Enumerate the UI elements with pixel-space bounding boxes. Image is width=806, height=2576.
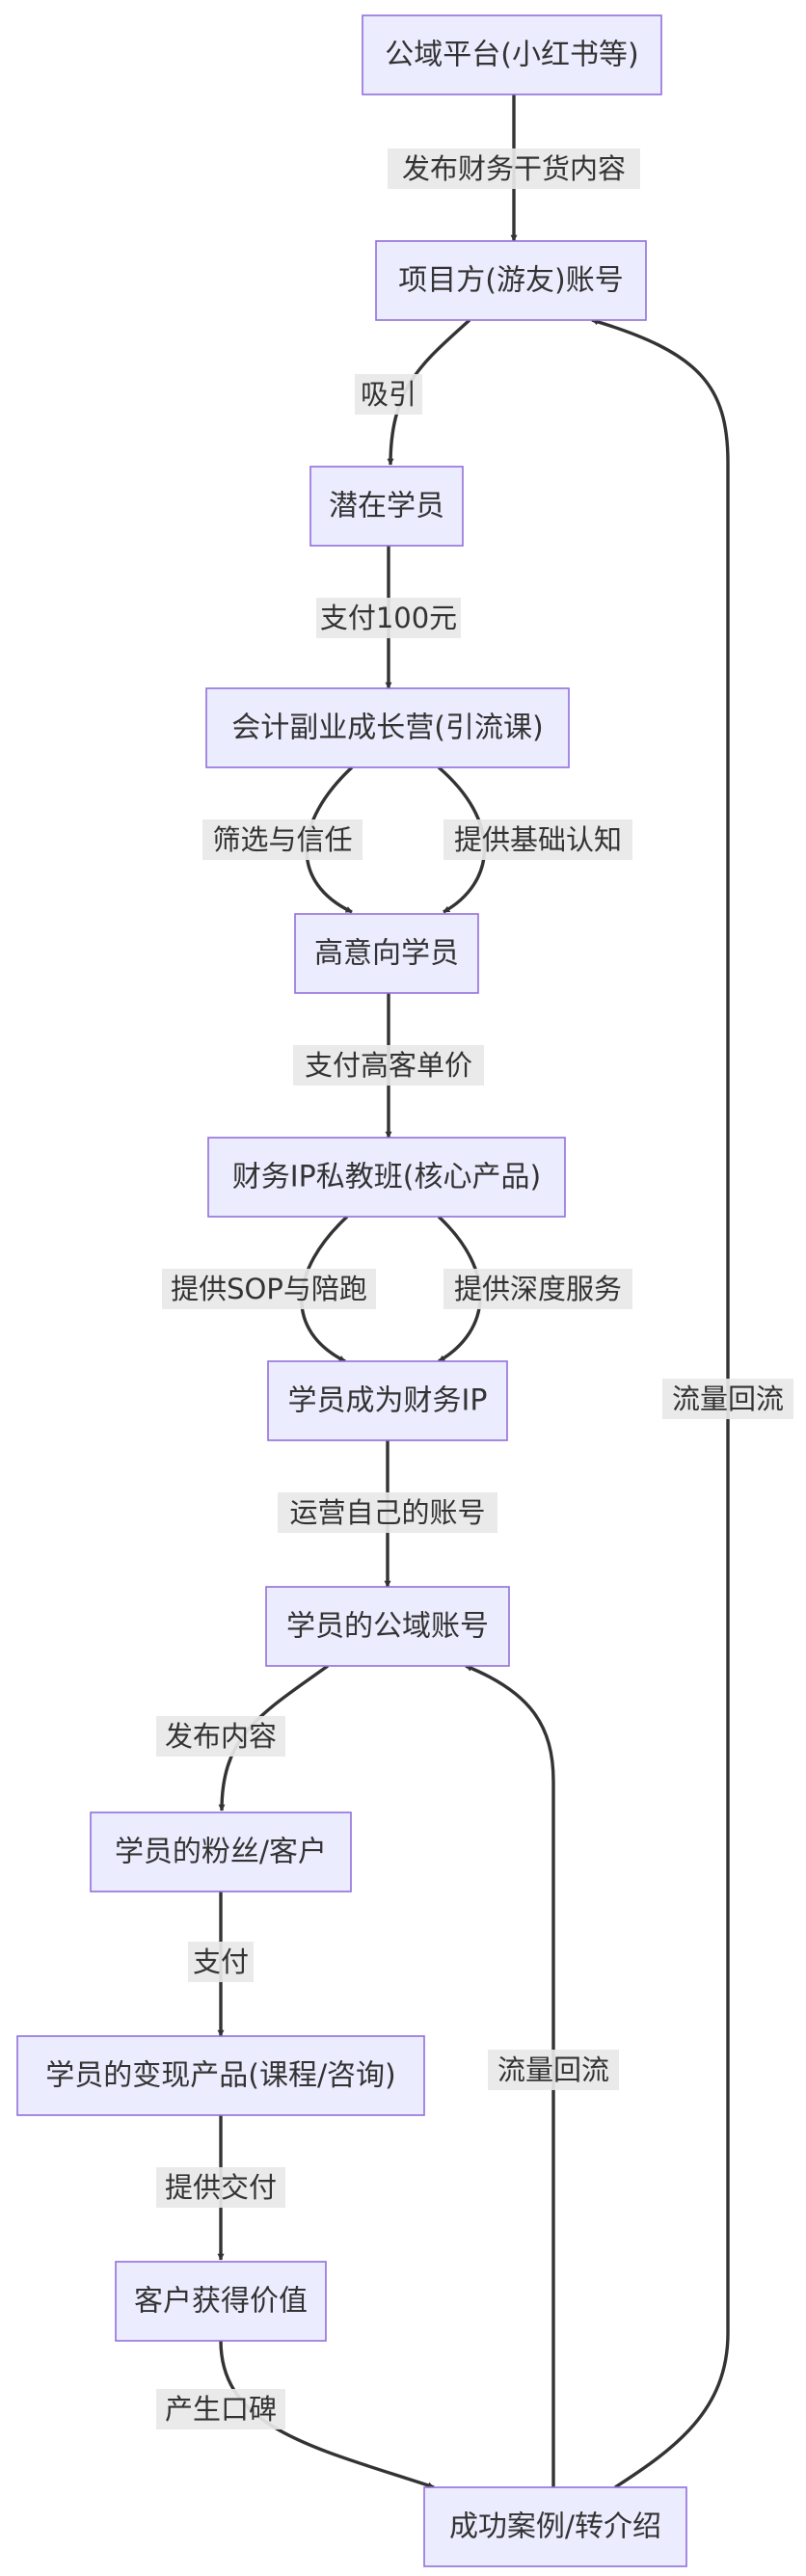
edge-label-traffic-return-student: 流量回流 xyxy=(488,2050,619,2090)
node-public-platform: 公域平台(小红书等) xyxy=(362,14,662,95)
edge-value-to-cases xyxy=(219,2340,435,2489)
edge-label-publish-finance-content: 发布财务干货内容 xyxy=(388,148,640,189)
svg-text:客户获得价值: 客户获得价值 xyxy=(134,2285,308,2319)
svg-text:筛选与信任: 筛选与信任 xyxy=(212,823,352,856)
svg-text:发布财务干货内容: 发布财务干货内容 xyxy=(402,152,626,185)
svg-text:项目方(游友)账号: 项目方(游友)账号 xyxy=(398,264,623,298)
svg-text:支付: 支付 xyxy=(193,1945,249,1978)
svg-text:提供深度服务: 提供深度服务 xyxy=(454,1273,622,1305)
svg-text:流量回流: 流量回流 xyxy=(497,2053,609,2086)
svg-text:潜在学员: 潜在学员 xyxy=(329,490,444,523)
svg-text:高意向学员: 高意向学员 xyxy=(314,937,459,971)
svg-text:学员的变现产品(课程/咨询): 学员的变现产品(课程/咨询) xyxy=(45,2059,396,2093)
edge-label-word-of-mouth: 产生口碑 xyxy=(156,2389,285,2429)
edge-label-basic-awareness: 提供基础认知 xyxy=(443,819,632,860)
node-student-public-account: 学员的公域账号 xyxy=(265,1586,510,1667)
svg-text:运营自己的账号: 运营自己的账号 xyxy=(289,1496,485,1529)
node-potential-student: 潜在学员 xyxy=(309,466,464,547)
svg-text:产生口碑: 产生口碑 xyxy=(165,2393,277,2426)
edges xyxy=(217,94,730,2489)
svg-text:支付100元: 支付100元 xyxy=(320,602,457,634)
node-student-fans: 学员的粉丝/客户 xyxy=(90,1811,352,1892)
edge-label-traffic-return-project: 流量回流 xyxy=(662,1379,793,1419)
node-growth-camp: 会计副业成长营(引流课) xyxy=(205,687,570,768)
nodes: 公域平台(小红书等) 项目方(游友)账号 潜在学员 会计副业成长营(引流课) 高… xyxy=(16,14,687,2567)
svg-text:提供交付: 提供交付 xyxy=(165,2171,277,2204)
edge-label-deep-service: 提供深度服务 xyxy=(443,1269,632,1309)
edge-label-operate-account: 运营自己的账号 xyxy=(278,1492,497,1533)
svg-text:支付高客单价: 支付高客单价 xyxy=(305,1049,472,1082)
svg-text:会计副业成长营(引流课): 会计副业成长营(引流课) xyxy=(231,711,543,745)
svg-text:财务IP私教班(核心产品): 财务IP私教班(核心产品) xyxy=(232,1161,541,1194)
edge-label-sop-support: 提供SOP与陪跑 xyxy=(162,1269,376,1309)
edge-cases-to-account xyxy=(465,1664,555,2487)
node-customer-value: 客户获得价值 xyxy=(115,2261,327,2342)
svg-text:学员成为财务IP: 学员成为财务IP xyxy=(288,1384,488,1418)
svg-text:吸引: 吸引 xyxy=(361,378,416,411)
svg-text:公域平台(小红书等): 公域平台(小红书等) xyxy=(385,39,638,72)
edge-label-pay-high-price: 支付高客单价 xyxy=(293,1045,484,1086)
edge-labels: 发布财务干货内容 吸引 支付100元 筛选与信任 提供基础认知 支付高客单价 提… xyxy=(156,148,793,2429)
svg-text:成功案例/转介绍: 成功案例/转介绍 xyxy=(449,2510,661,2544)
node-student-products: 学员的变现产品(课程/咨询) xyxy=(16,2035,425,2116)
svg-text:提供基础认知: 提供基础认知 xyxy=(454,823,622,856)
edge-label-filter-trust: 筛选与信任 xyxy=(202,819,363,860)
node-private-class: 财务IP私教班(核心产品) xyxy=(207,1137,566,1218)
edge-label-attract: 吸引 xyxy=(355,374,422,415)
node-project-account: 项目方(游友)账号 xyxy=(375,240,647,321)
svg-text:发布内容: 发布内容 xyxy=(165,1720,277,1753)
node-student-becomes-ip: 学员成为财务IP xyxy=(267,1360,508,1441)
edge-cases-to-project xyxy=(591,318,730,2489)
edge-label-deliver: 提供交付 xyxy=(156,2167,285,2208)
svg-text:学员的粉丝/客户: 学员的粉丝/客户 xyxy=(115,1836,327,1869)
svg-text:学员的公域账号: 学员的公域账号 xyxy=(286,1610,489,1644)
node-success-cases: 成功案例/转介绍 xyxy=(423,2486,687,2567)
edge-label-pay-100: 支付100元 xyxy=(316,598,461,638)
edge-label-pay: 支付 xyxy=(188,1942,254,1982)
svg-text:提供SOP与陪跑: 提供SOP与陪跑 xyxy=(171,1273,367,1305)
node-high-intent-student: 高意向学员 xyxy=(294,913,479,994)
svg-text:流量回流: 流量回流 xyxy=(672,1382,784,1415)
edge-label-publish-content: 发布内容 xyxy=(156,1716,285,1757)
